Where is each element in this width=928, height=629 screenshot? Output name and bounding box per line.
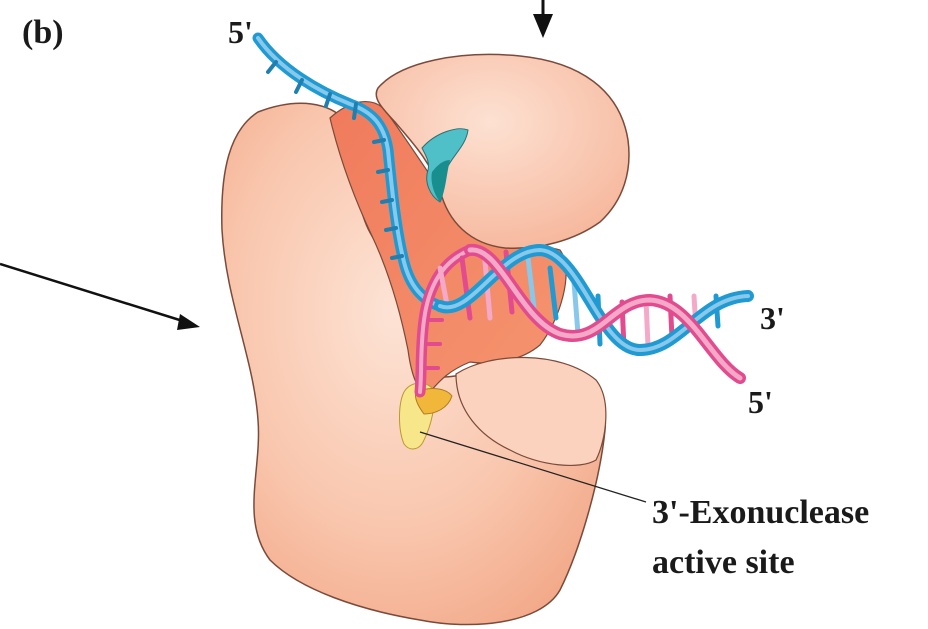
callout-line-1: 3'-Exonuclease bbox=[652, 488, 869, 538]
panel-label: (b) bbox=[22, 14, 64, 52]
callout-line-2: active site bbox=[652, 538, 869, 588]
strand-5-prime-label: 5' bbox=[748, 384, 773, 421]
top-pointer-arrow bbox=[533, 0, 553, 38]
template-5-prime-label: 5' bbox=[228, 14, 253, 51]
primer-3-prime-label: 3' bbox=[760, 300, 785, 337]
left-pointer-arrow bbox=[0, 264, 200, 330]
exonuclease-callout: 3'-Exonuclease active site bbox=[652, 488, 869, 588]
